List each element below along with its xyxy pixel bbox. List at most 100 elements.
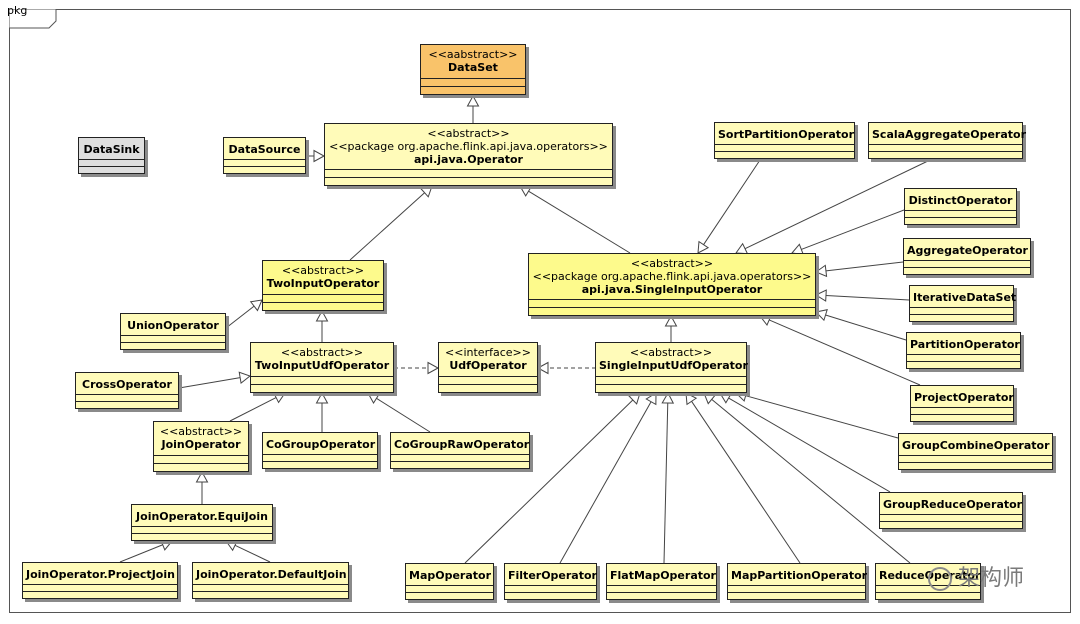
aggregate-operator-name: AggregateOperator bbox=[907, 244, 1028, 257]
operator-package: <<package org.apache.flink.api.java.oper… bbox=[329, 140, 608, 153]
edge-datasource-operator bbox=[306, 149, 326, 163]
class-join-operator[interactable]: <<abstract>> JoinOperator bbox=[153, 421, 249, 472]
iterative-dataset-name: IterativeDataSet bbox=[913, 291, 1017, 304]
class-group-combine-operator[interactable]: GroupCombineOperator bbox=[898, 433, 1053, 470]
two-input-udf-operator-name: TwoInputUdfOperator bbox=[254, 359, 390, 372]
wechat-icon bbox=[928, 567, 952, 591]
project-join-name: JoinOperator.ProjectJoin bbox=[26, 568, 175, 581]
cogroup-raw-operator-name: CoGroupRawOperator bbox=[394, 438, 530, 451]
edge-map-singleudf bbox=[464, 392, 641, 564]
class-single-input-udf-operator[interactable]: <<abstract>> SingleInputUdfOperator bbox=[595, 342, 748, 393]
edge-twoinputudf-udf bbox=[394, 361, 440, 375]
edge-project-singleinput bbox=[759, 314, 921, 386]
edge-mappartition-singleudf bbox=[685, 392, 801, 564]
datasource-name: DataSource bbox=[228, 143, 301, 156]
single-input-operator-stereotype: <<abstract>> bbox=[630, 257, 714, 270]
class-project-join[interactable]: JoinOperator.ProjectJoin bbox=[22, 562, 178, 599]
class-partition-operator[interactable]: PartitionOperator bbox=[906, 332, 1021, 369]
distinct-operator-name: DistinctOperator bbox=[908, 194, 1013, 207]
class-scala-aggregate-operator[interactable]: ScalaAggregateOperator bbox=[868, 122, 1026, 159]
class-datasink[interactable]: DataSink bbox=[78, 137, 145, 174]
class-default-join[interactable]: JoinOperator.DefaultJoin bbox=[192, 562, 349, 599]
class-map-partition-operator[interactable]: MapPartitionOperator bbox=[727, 563, 867, 600]
equi-join-name: JoinOperator.EquiJoin bbox=[136, 510, 268, 523]
join-operator-name: JoinOperator bbox=[161, 438, 241, 451]
class-api-java-operator[interactable]: <<abstract>> <<package org.apache.flink.… bbox=[324, 123, 613, 186]
edge-singleinput-operator bbox=[519, 185, 631, 254]
class-distinct-operator[interactable]: DistinctOperator bbox=[904, 188, 1017, 225]
class-datasource[interactable]: DataSource bbox=[223, 137, 306, 174]
edge-singleinputudf-udf bbox=[536, 361, 596, 375]
class-cogroup-raw-operator[interactable]: CoGroupRawOperator bbox=[390, 432, 530, 469]
class-single-input-operator[interactable]: <<abstract>> <<package org.apache.flink.… bbox=[528, 253, 816, 316]
filter-operator-name: FilterOperator bbox=[508, 569, 597, 582]
class-aggregate-operator[interactable]: AggregateOperator bbox=[903, 238, 1031, 275]
union-operator-name: UnionOperator bbox=[127, 319, 219, 332]
single-input-operator-name: api.java.SingleInputOperator bbox=[581, 283, 763, 296]
edge-sortpartition-singleinput bbox=[697, 159, 761, 254]
edge-cross-twoinputudf bbox=[178, 371, 252, 389]
operator-stereotype: <<abstract>> bbox=[427, 127, 510, 140]
edge-cogroup-twoinputudf bbox=[315, 391, 329, 432]
single-input-operator-package: <<package org.apache.flink.api.java.oper… bbox=[532, 270, 812, 283]
map-operator-name: MapOperator bbox=[409, 569, 492, 582]
class-two-input-operator[interactable]: <<abstract>> TwoInputOperator bbox=[262, 260, 384, 311]
scala-aggregate-operator-name: ScalaAggregateOperator bbox=[872, 128, 1026, 141]
class-dataset[interactable]: <<aabstract>> DataSet bbox=[420, 44, 526, 95]
class-cross-operator[interactable]: CrossOperator bbox=[75, 372, 179, 409]
cross-operator-name: CrossOperator bbox=[82, 378, 172, 391]
class-equi-join[interactable]: JoinOperator.EquiJoin bbox=[131, 504, 273, 541]
edge-operator-dataset bbox=[466, 94, 480, 123]
class-flatmap-operator[interactable]: FlatMapOperator bbox=[606, 563, 717, 600]
interface-udf-operator[interactable]: <<interface>> UdfOperator bbox=[438, 342, 538, 393]
edge-twoinputudf-twoinput bbox=[315, 309, 329, 342]
edge-twoinput-operator bbox=[349, 185, 433, 261]
class-project-operator[interactable]: ProjectOperator bbox=[910, 385, 1014, 422]
edge-partition-singleinput bbox=[815, 309, 907, 341]
package-tab bbox=[9, 9, 57, 29]
class-map-operator[interactable]: MapOperator bbox=[405, 563, 494, 600]
package-frame bbox=[9, 9, 1071, 613]
dataset-name: DataSet bbox=[448, 61, 498, 74]
dataset-stereotype: <<aabstract>> bbox=[428, 48, 518, 61]
class-sort-partition-operator[interactable]: SortPartitionOperator bbox=[714, 122, 855, 159]
operator-name: api.java.Operator bbox=[414, 153, 523, 166]
watermark: 架构师 bbox=[928, 560, 1024, 592]
partition-operator-name: PartitionOperator bbox=[910, 338, 1020, 351]
two-input-udf-operator-stereotype: <<abstract>> bbox=[280, 346, 364, 359]
class-iterative-dataset[interactable]: IterativeDataSet bbox=[909, 285, 1017, 322]
class-group-reduce-operator[interactable]: GroupReduceOperator bbox=[879, 492, 1023, 529]
class-union-operator[interactable]: UnionOperator bbox=[120, 313, 226, 350]
edge-distinct-singleinput bbox=[791, 209, 905, 256]
group-combine-operator-name: GroupCombineOperator bbox=[902, 439, 1050, 452]
watermark-text: 架构师 bbox=[958, 566, 1025, 591]
cogroup-operator-name: CoGroupOperator bbox=[266, 438, 376, 451]
project-operator-name: ProjectOperator bbox=[914, 391, 1014, 404]
edge-singleinputudf-singleinput bbox=[664, 314, 678, 342]
class-filter-operator[interactable]: FilterOperator bbox=[504, 563, 597, 600]
edge-reduce-singleudf bbox=[703, 392, 911, 564]
edge-groupreduce-singleudf bbox=[719, 392, 891, 493]
edge-cogroupraw-twoinputudf bbox=[367, 392, 431, 433]
edge-join-twoinputudf bbox=[229, 392, 286, 422]
package-label: pkg bbox=[7, 4, 28, 17]
default-join-name: JoinOperator.DefaultJoin bbox=[196, 568, 347, 581]
class-two-input-udf-operator[interactable]: <<abstract>> TwoInputUdfOperator bbox=[250, 342, 394, 393]
edge-defaultjoin-equijoin bbox=[225, 539, 271, 563]
edge-equijoin-join bbox=[195, 470, 209, 504]
udf-operator-name: UdfOperator bbox=[449, 359, 527, 372]
edge-flatmap-singleudf bbox=[661, 391, 675, 564]
edge-iterative-singleinput bbox=[814, 289, 910, 302]
join-operator-stereotype: <<abstract>> bbox=[159, 425, 243, 438]
two-input-operator-name: TwoInputOperator bbox=[266, 277, 380, 290]
edge-filter-singleudf bbox=[559, 392, 657, 564]
edge-scalaaggregate-singleinput bbox=[735, 159, 931, 255]
flatmap-operator-name: FlatMapOperator bbox=[610, 569, 716, 582]
edge-projectjoin-equijoin bbox=[119, 539, 173, 563]
edge-groupcombine-singleudf bbox=[735, 389, 899, 439]
group-reduce-operator-name: GroupReduceOperator bbox=[883, 498, 1023, 511]
class-cogroup-operator[interactable]: CoGroupOperator bbox=[262, 432, 378, 469]
edge-union-twoinput bbox=[225, 299, 263, 329]
